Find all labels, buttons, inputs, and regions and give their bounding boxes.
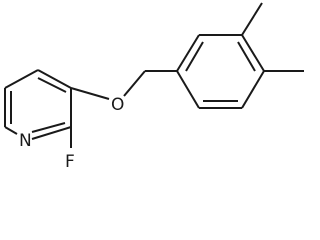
bond xyxy=(31,126,72,140)
atom-oxygen: O xyxy=(111,95,124,115)
bond-c-o xyxy=(70,87,110,100)
bond xyxy=(241,34,265,72)
bond xyxy=(176,70,200,109)
bond xyxy=(4,126,18,135)
double-bond-inner xyxy=(237,41,256,72)
atom-fluorine: F xyxy=(65,152,75,172)
bond-o-ch2 xyxy=(123,70,146,97)
bond xyxy=(176,34,200,72)
methyl-bond-top xyxy=(241,2,263,36)
molecule-drawing: N F O xyxy=(4,2,304,172)
benzene-ring xyxy=(176,34,265,109)
bond xyxy=(37,69,72,89)
double-bond-inner xyxy=(31,122,66,133)
structure-canvas: N F O xyxy=(4,2,304,172)
bond xyxy=(4,69,39,89)
double-bond-inner xyxy=(185,41,204,72)
bond xyxy=(241,70,265,109)
atom-nitrogen: N xyxy=(19,131,32,151)
double-bond-inner xyxy=(37,77,67,93)
pyridine-ring xyxy=(4,69,72,140)
